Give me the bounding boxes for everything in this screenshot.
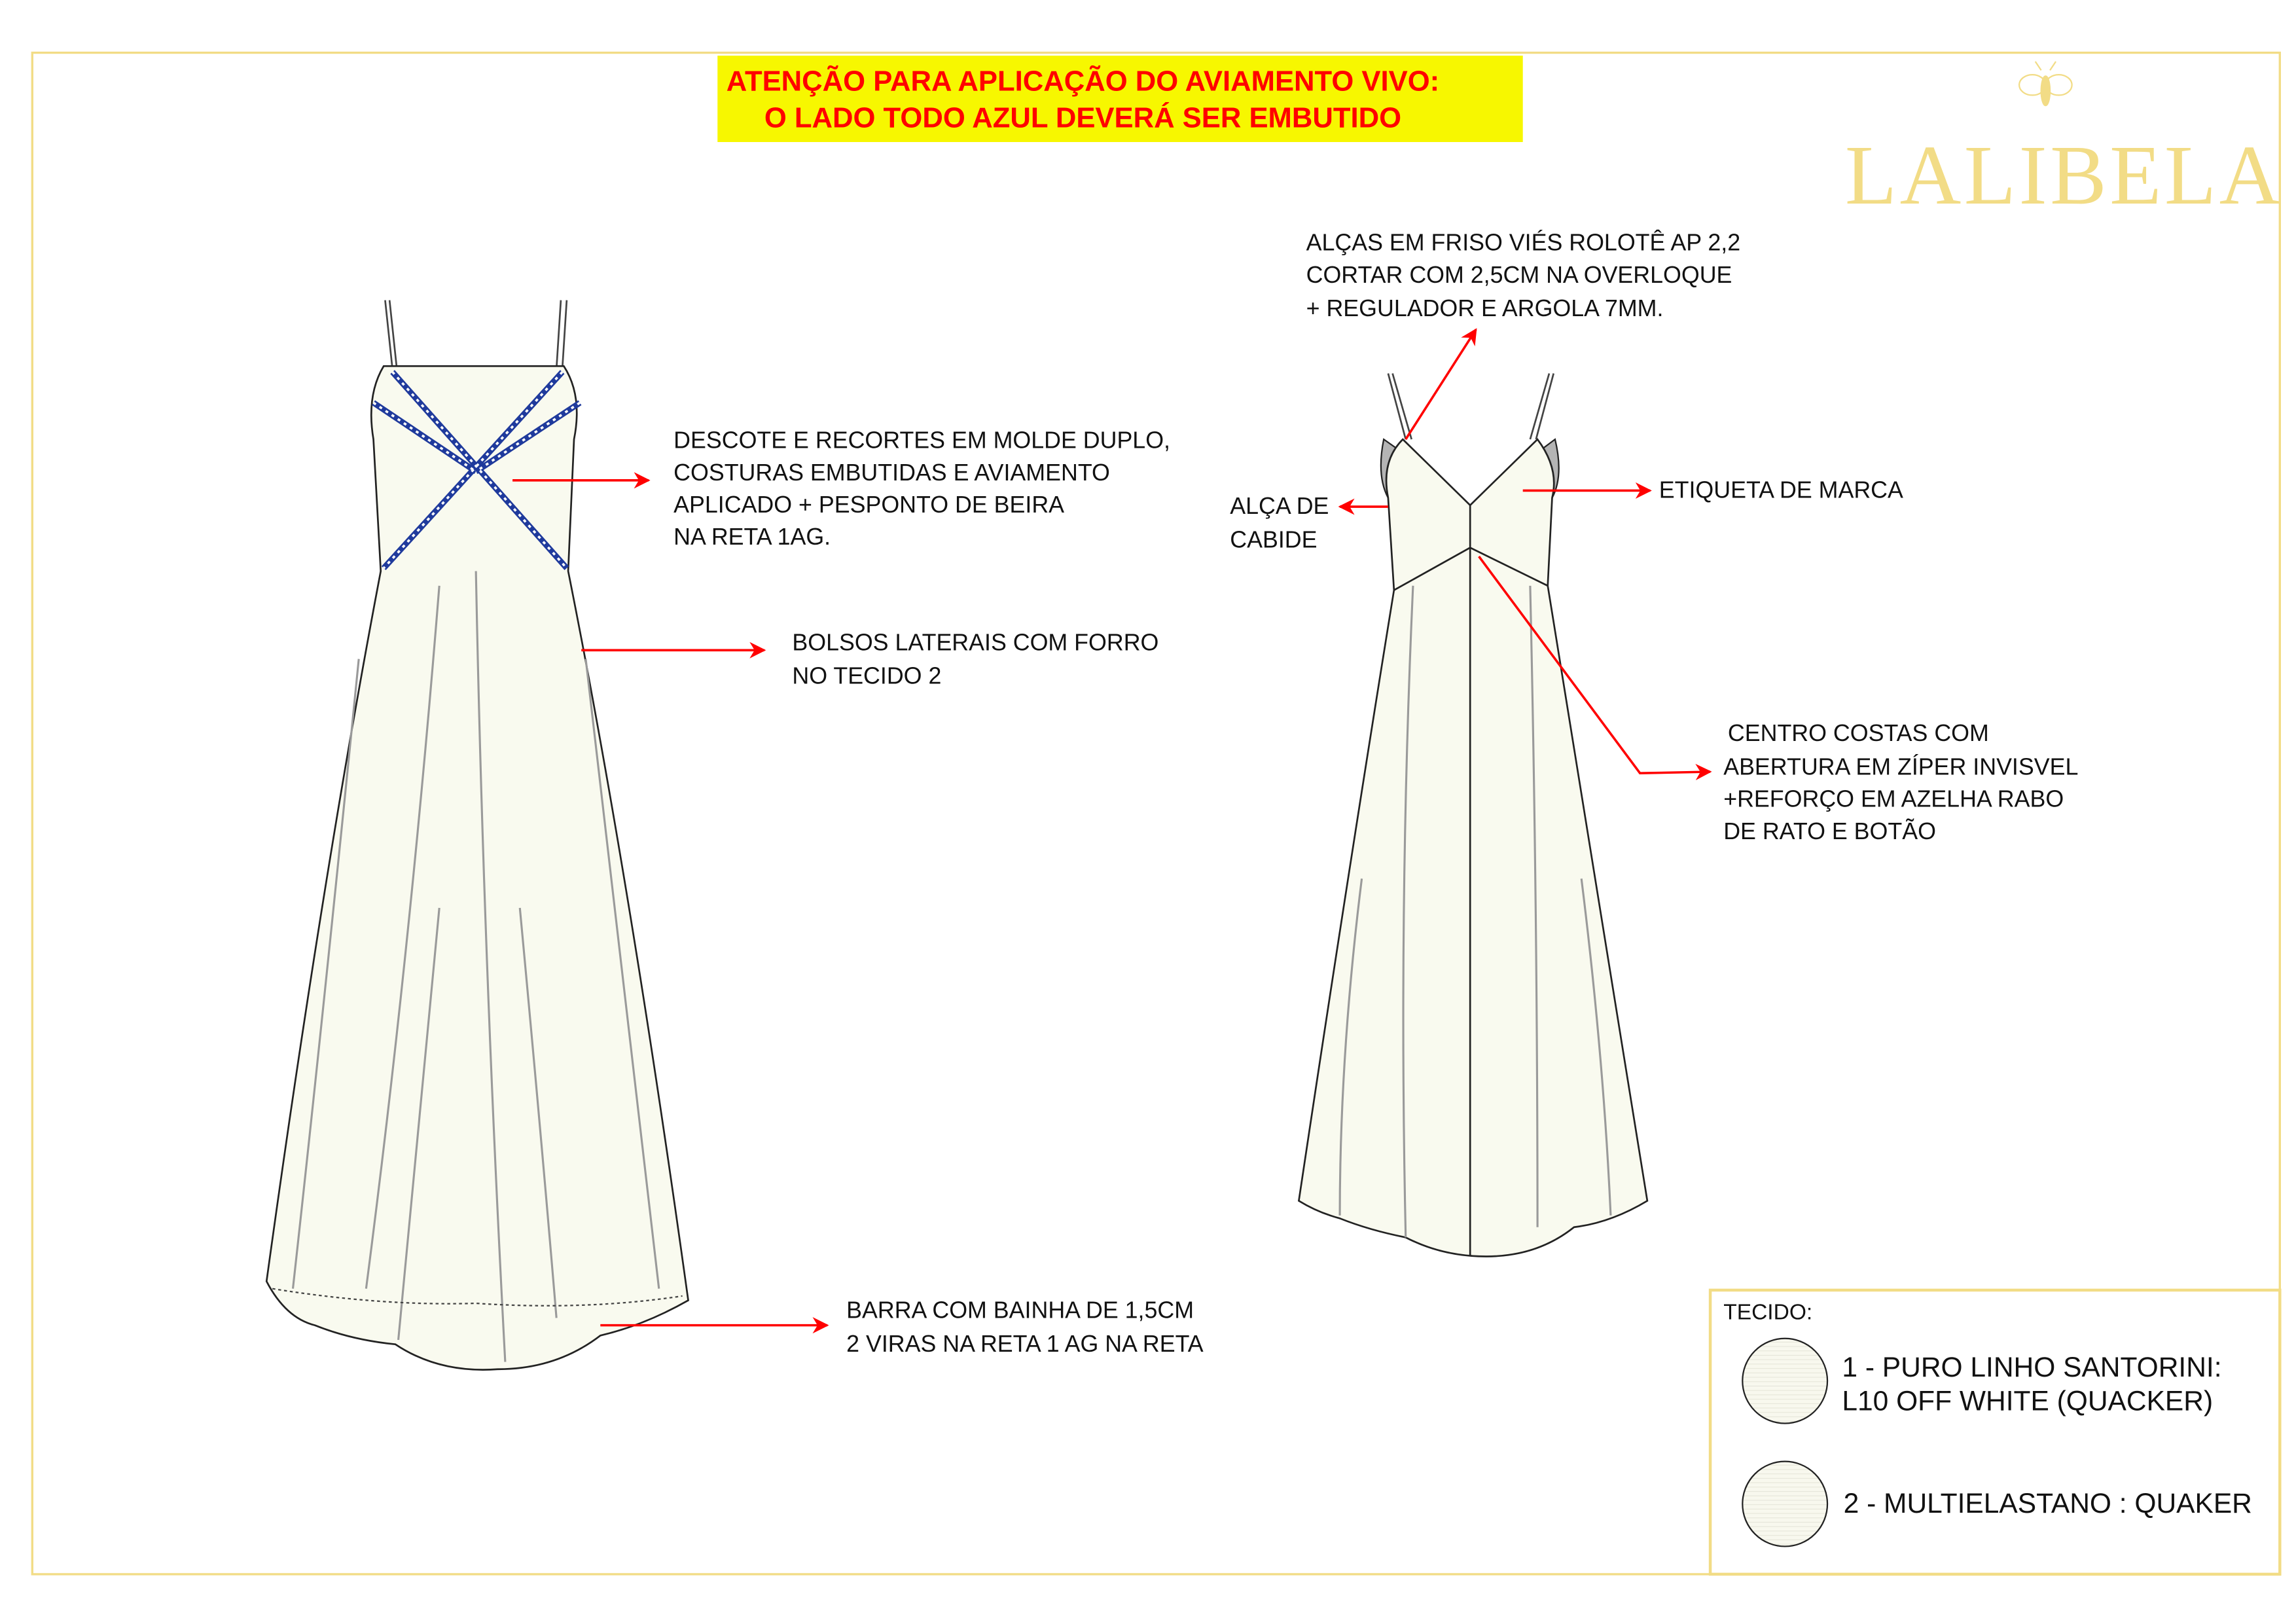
- note-line: COSTURAS EMBUTIDAS E AVIAMENTO: [673, 460, 1110, 486]
- fabric-2-line: 2 - MULTIELASTANO : QUAKER: [1844, 1489, 2252, 1519]
- fabric-1-line: 1 - PURO LINHO SANTORINI:: [1842, 1352, 2221, 1383]
- back-dress-drawing: [1297, 373, 1649, 1257]
- annotation-arrows: [512, 328, 1712, 1334]
- fabric-1-line: L10 OFF WHITE (QUACKER): [1842, 1386, 2213, 1416]
- note-line: ETIQUETA DE MARCA: [1659, 477, 1903, 503]
- fabric-title: TECIDO:: [1723, 1301, 1812, 1325]
- bee-icon: [2018, 61, 2073, 107]
- blue-trim: [372, 370, 582, 571]
- note-hem: BARRA COM BAINHA DE 1,5CM 2 VIRAS NA RET…: [846, 1297, 1204, 1356]
- logo-text: LALIBELA: [1845, 128, 2284, 223]
- note-line: NA RETA 1AG.: [673, 524, 831, 550]
- fabric-swatch-2: [1742, 1460, 1829, 1547]
- note-brand-label: ETIQUETA DE MARCA: [1659, 477, 1903, 503]
- warning-banner: ATENÇÃO PARA APLICAÇÃO DO AVIAMENTO VIVO…: [717, 56, 1523, 143]
- note-line: CORTAR COM 2,5CM NA OVERLOQUE: [1306, 262, 1732, 288]
- fabric-swatch-1: [1742, 1337, 1829, 1424]
- note-line: BARRA COM BAINHA DE 1,5CM: [846, 1297, 1194, 1323]
- note-line: BOLSOS LATERAIS COM FORRO: [792, 629, 1158, 655]
- note-straps: ALÇAS EM FRISO VIÉS ROLOTÊ AP 2,2 CORTAR…: [1306, 230, 1741, 322]
- note-line: DESCOTE E RECORTES EM MOLDE DUPLO,: [673, 427, 1170, 454]
- fabric-legend: TECIDO: 1 - PURO LINHO SANTORINI: L10 OF…: [1708, 1288, 2282, 1576]
- note-line: NO TECIDO 2: [792, 663, 941, 689]
- note-neckline: DESCOTE E RECORTES EM MOLDE DUPLO, COSTU…: [673, 427, 1170, 550]
- note-line: CABIDE: [1230, 527, 1317, 553]
- note-line: +REFORÇO EM AZELHA RABO: [1723, 786, 2064, 812]
- note-center-back: CENTRO COSTAS COM ABERTURA EM ZÍPER INVI…: [1723, 720, 2078, 844]
- note-line: + REGULADOR E ARGOLA 7MM.: [1306, 295, 1664, 321]
- banner-line-1: ATENÇÃO PARA APLICAÇÃO DO AVIAMENTO VIVO…: [726, 65, 1439, 98]
- note-line: ALÇAS EM FRISO VIÉS ROLOTÊ AP 2,2: [1306, 230, 1741, 256]
- note-hanger-loop: ALÇA DE CABIDE: [1230, 493, 1329, 552]
- brand-logo: LALIBELA: [1845, 61, 2284, 223]
- note-line: CENTRO COSTAS COM: [1728, 720, 1989, 746]
- banner-line-2: O LADO TODO AZUL DEVERÁ SER EMBUTIDO: [764, 101, 1401, 134]
- note-line: ABERTURA EM ZÍPER INVISVEL: [1723, 753, 2078, 780]
- front-dress-drawing: [265, 300, 689, 1371]
- note-line: APLICADO + PESPONTO DE BEIRA: [673, 492, 1064, 518]
- note-line: DE RATO E BOTÃO: [1723, 818, 1936, 844]
- page-frame: [31, 51, 2281, 1576]
- note-line: ALÇA DE: [1230, 493, 1329, 519]
- note-line: 2 VIRAS NA RETA 1 AG NA RETA: [846, 1331, 1204, 1357]
- note-pockets: BOLSOS LATERAIS COM FORRO NO TECIDO 2: [792, 629, 1158, 689]
